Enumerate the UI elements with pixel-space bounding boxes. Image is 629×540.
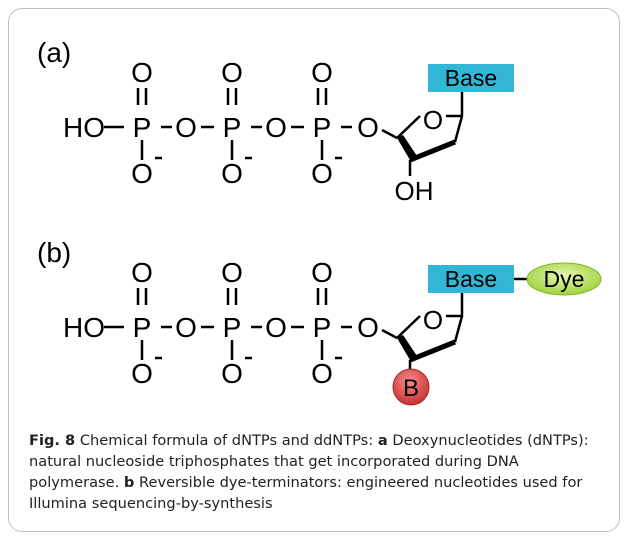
base-box-b: [428, 265, 514, 293]
bridge-oxygen-1-a: O: [175, 112, 197, 143]
bridge-oxygen-3-b: O: [357, 312, 379, 343]
blocker-circle-b: [392, 368, 430, 406]
oxygen-top-1-a: O: [131, 57, 153, 88]
bridge-oxygen-2-a: O: [265, 112, 287, 143]
panel-label-b: (b): [37, 237, 71, 268]
oxygen-top-2-a: O: [221, 57, 243, 88]
bridge-oxygen-2-b: O: [265, 312, 287, 343]
oxygen-bottom-1-a: O: [131, 158, 153, 189]
bridge-oxygen-3-a: O: [357, 112, 379, 143]
base-box-a: [428, 64, 514, 92]
phosphorus-1-a: P: [133, 112, 152, 143]
hydroxyl-3prime-a: OH: [395, 176, 434, 206]
oxygen-bottom-1-b: O: [131, 358, 153, 389]
oxygen-top-1-b: O: [131, 257, 153, 288]
panel-a: (a) Base HO P P P O O O O O O O O O: [37, 37, 514, 206]
oxygen-bottom-2-a: O: [221, 158, 243, 189]
figure-frame: [8, 8, 620, 532]
base-label-b: Base: [445, 266, 497, 292]
caption-b-label: b: [123, 474, 135, 491]
phosphorus-3-b: P: [313, 312, 332, 343]
chemical-diagram: (a) Base HO P P P O O O O O O O O O: [37, 37, 602, 406]
dye-label-b: Dye: [544, 266, 585, 292]
phosphorus-3-a: P: [313, 112, 332, 143]
figure-caption: Fig. 8 Chemical formula of dNTPs and ddN…: [29, 430, 604, 514]
ring-oxygen-b: O: [423, 305, 443, 335]
hydroxyl-a: HO: [63, 112, 105, 143]
hydroxyl-b: HO: [63, 312, 105, 343]
bridge-oxygen-1-b: O: [175, 312, 197, 343]
caption-a-label: a: [377, 432, 388, 449]
caption-text-2: Deoxynucleotides (dNTPs): natural nucleo…: [29, 432, 589, 491]
oxygen-bottom-2-b: O: [221, 358, 243, 389]
oxygen-top-3-a: O: [311, 57, 333, 88]
ring-oxygen-a: O: [423, 105, 443, 135]
panel-label-a: (a): [37, 37, 71, 68]
caption-text-1: Chemical formula of dNTPs and ddNTPs:: [75, 432, 378, 449]
oxygen-bottom-3-a: O: [311, 158, 333, 189]
phosphorus-2-b: P: [223, 312, 242, 343]
base-label-a: Base: [445, 65, 497, 91]
blocker-label-b: B: [403, 375, 419, 402]
dye-ellipse-b: [526, 262, 602, 296]
bonds-b: [104, 288, 464, 370]
phosphorus-1-b: P: [133, 312, 152, 343]
panel-b: (b) Base Dye HO P P P O O O O O O O O O: [37, 237, 602, 406]
oxygen-top-3-b: O: [311, 257, 333, 288]
caption-fig-label: Fig. 8: [29, 432, 76, 449]
bonds-a: [104, 88, 464, 176]
caption-text-3: Reversible dye-terminators: engineered n…: [29, 474, 583, 512]
oxygen-top-2-b: O: [221, 257, 243, 288]
oxygen-bottom-3-b: O: [311, 358, 333, 389]
phosphorus-2-a: P: [223, 112, 242, 143]
